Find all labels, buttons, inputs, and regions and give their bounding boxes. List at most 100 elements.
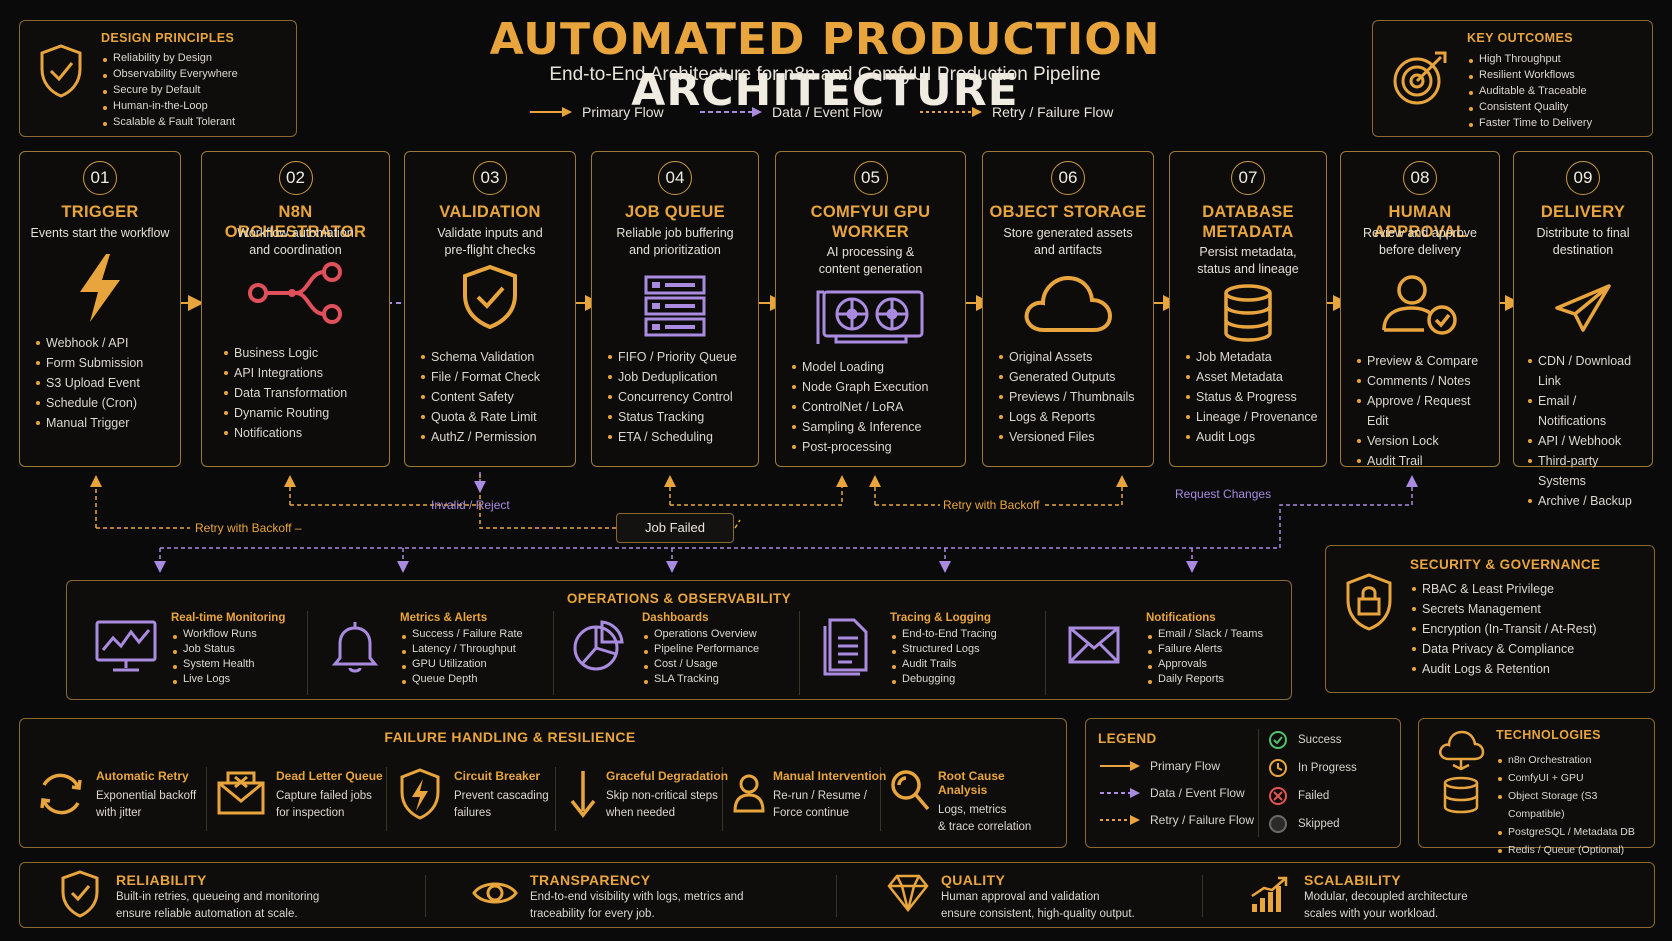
list-item: Auditable & Traceable bbox=[1467, 83, 1592, 99]
list-item: PostgreSQL / Metadata DB bbox=[1496, 823, 1654, 841]
list-item: Previews / Thumbnails bbox=[997, 387, 1145, 407]
list-item: GPU Utilization bbox=[400, 657, 523, 672]
list-item: CDN / Download Link bbox=[1526, 351, 1644, 391]
failure-section-title: Circuit Breaker bbox=[454, 769, 541, 783]
list-item: Version Lock bbox=[1355, 431, 1491, 451]
flow-legend-primary: Primary Flow bbox=[530, 104, 664, 120]
legend-label: Success bbox=[1298, 734, 1342, 746]
failure-section-text: Exponential backoff bbox=[96, 790, 197, 802]
legend-status-failed: Failed bbox=[1268, 786, 1329, 806]
list-item: FIFO / Priority Queue bbox=[606, 347, 750, 367]
list-item: Notifications bbox=[222, 423, 381, 443]
legend-label: Skipped bbox=[1298, 818, 1340, 830]
stage-description: Store generated assets and artifacts bbox=[1003, 226, 1133, 257]
list-item: High Throughput bbox=[1467, 51, 1592, 67]
stage-name: DATABASE METADATA bbox=[1202, 203, 1294, 241]
technologies-panel: TECHNOLOGIES n8n Orchestration ComfyUI +… bbox=[1418, 718, 1655, 856]
queue-stack-icon bbox=[644, 275, 706, 337]
stage-orchestrator: 02 N8N ORCHESTRATOR Workflow automation … bbox=[201, 151, 390, 467]
job-failed-label: Job Failed bbox=[645, 520, 705, 535]
pillar-title: RELIABILITY bbox=[116, 872, 207, 888]
success-icon bbox=[1269, 731, 1287, 749]
legend-status-skipped: Skipped bbox=[1268, 814, 1340, 834]
flow-legend-label: Data / Event Flow bbox=[772, 104, 883, 120]
growth-chart-icon bbox=[1251, 876, 1288, 912]
document-icon bbox=[823, 618, 868, 676]
list-item: End-to-End Tracing bbox=[890, 627, 997, 642]
list-item: Resilient Workflows bbox=[1467, 67, 1592, 83]
list-item: Encryption (In-Transit / At-Rest) bbox=[1410, 619, 1597, 639]
flow-legend-data: Data / Event Flow bbox=[700, 104, 883, 120]
primary-arrow-icon bbox=[1100, 761, 1140, 771]
key-outcomes-title: KEY OUTCOMES bbox=[1467, 31, 1573, 45]
stage-name: N8N ORCHESTRATOR bbox=[224, 203, 367, 241]
flow-legend-retry: Retry / Failure Flow bbox=[920, 104, 1113, 120]
stage-number: 02 bbox=[278, 161, 313, 195]
cloud-database-icon bbox=[1439, 730, 1485, 814]
stage-name: OBJECT STORAGE bbox=[989, 203, 1147, 221]
list-item: Job Metadata bbox=[1184, 347, 1318, 367]
stage-number: 05 bbox=[853, 161, 888, 195]
pillars-panel bbox=[19, 862, 1655, 928]
stage-description: Events start the workflow bbox=[30, 226, 170, 240]
person-icon bbox=[733, 774, 765, 813]
list-item: S3 Upload Event bbox=[34, 373, 172, 393]
stage-number: 01 bbox=[83, 161, 117, 195]
diamond-icon bbox=[887, 874, 929, 912]
list-item: Object Storage (S3 Compatible) bbox=[1496, 787, 1654, 823]
stage-delivery: 09 DELIVERY Distribute to final destinat… bbox=[1513, 151, 1653, 508]
security-panel: SECURITY & GOVERNANCE RBAC & Least Privi… bbox=[1325, 545, 1655, 693]
pillar-text: traceability for every job. bbox=[530, 908, 655, 920]
stage-name: DELIVERY bbox=[1540, 203, 1626, 221]
user-check-icon bbox=[1382, 275, 1457, 335]
failure-section-title: Root Cause Analysis bbox=[938, 769, 1005, 797]
list-item: Pipeline Performance bbox=[642, 642, 759, 657]
stage-description: Validate inputs and pre-flight checks bbox=[437, 226, 543, 257]
legend-panel: LEGEND Primary Flow Data / Event Flow Re… bbox=[1085, 718, 1401, 848]
legend-label: Primary Flow bbox=[1150, 759, 1221, 773]
list-item: Webhook / API bbox=[34, 333, 172, 353]
failure-section-text: Prevent cascading bbox=[454, 790, 549, 802]
stage-name: VALIDATION bbox=[439, 203, 541, 221]
page-subtitle: End-to-End Architecture for n8n and Comf… bbox=[549, 64, 1101, 85]
lightning-icon bbox=[80, 254, 120, 322]
skipped-icon bbox=[1269, 815, 1287, 833]
stage-number: 08 bbox=[1403, 161, 1437, 195]
list-item: Data Transformation bbox=[222, 383, 381, 403]
job-failed-badge: Job Failed bbox=[616, 513, 734, 543]
stage-description: Workflow automation and coordination bbox=[237, 226, 354, 257]
retry-backoff-label: Retry with Backoff – bbox=[195, 521, 302, 535]
legend-flow-retry: Retry / Failure Flow bbox=[1100, 813, 1254, 827]
stage-number: 07 bbox=[1231, 161, 1265, 195]
stage-trigger: 01 TRIGGER Events start the workflow Web… bbox=[19, 151, 181, 467]
workflow-nodes-icon bbox=[247, 262, 342, 324]
list-item: Archive / Backup bbox=[1526, 491, 1644, 511]
list-item: Operations Overview bbox=[642, 627, 759, 642]
list-item: API / Webhook bbox=[1526, 431, 1644, 451]
list-item: Logs & Reports bbox=[997, 407, 1145, 427]
list-item: AuthZ / Permission bbox=[419, 427, 567, 447]
list-item: Business Logic bbox=[222, 343, 381, 363]
failed-icon bbox=[1269, 787, 1287, 805]
retry-arrow-icon bbox=[1100, 815, 1140, 825]
legend-label: Retry / Failure Flow bbox=[1150, 813, 1255, 827]
list-item: Content Safety bbox=[419, 387, 567, 407]
list-item: Job Deduplication bbox=[606, 367, 750, 387]
list-item: SLA Tracking bbox=[642, 672, 759, 687]
list-item: n8n Orchestration bbox=[1496, 751, 1654, 769]
stage-database-metadata: 07 DATABASE METADATA Persist metadata, s… bbox=[1169, 151, 1327, 467]
list-item: Post-processing bbox=[790, 437, 957, 457]
ops-section-title: Real-time Monitoring bbox=[171, 612, 286, 624]
